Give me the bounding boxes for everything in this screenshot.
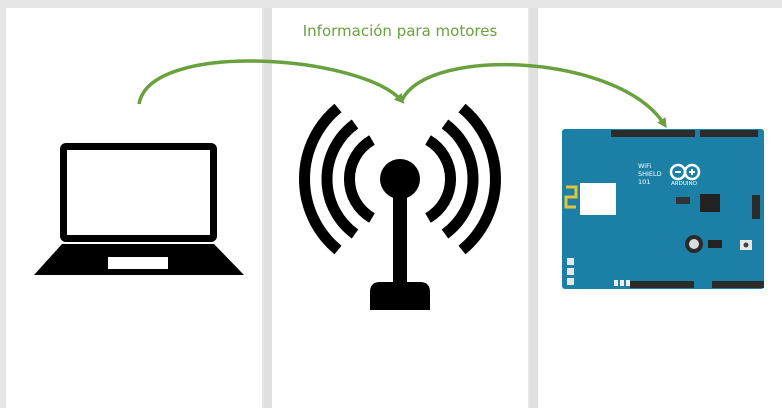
antenna-icon	[299, 103, 501, 255]
arrow-laptop-to-antenna	[137, 59, 405, 105]
arrow-antenna-to-board	[400, 62, 667, 129]
antenna-mast	[370, 159, 430, 310]
board-label-line3: 101	[638, 178, 650, 186]
board-brand: ARDUINO	[671, 181, 698, 187]
board-label-line1: WiFi	[638, 162, 651, 170]
diagram-title: Información para motores	[302, 22, 498, 40]
board-label-line2: SHIELD	[638, 170, 662, 178]
laptop-icon	[34, 143, 244, 275]
panel-divider	[264, 8, 272, 408]
panel-divider	[530, 8, 538, 408]
arduino-wifi-shield-icon: WiFi SHIELD 101 ARDUINO	[562, 129, 764, 289]
